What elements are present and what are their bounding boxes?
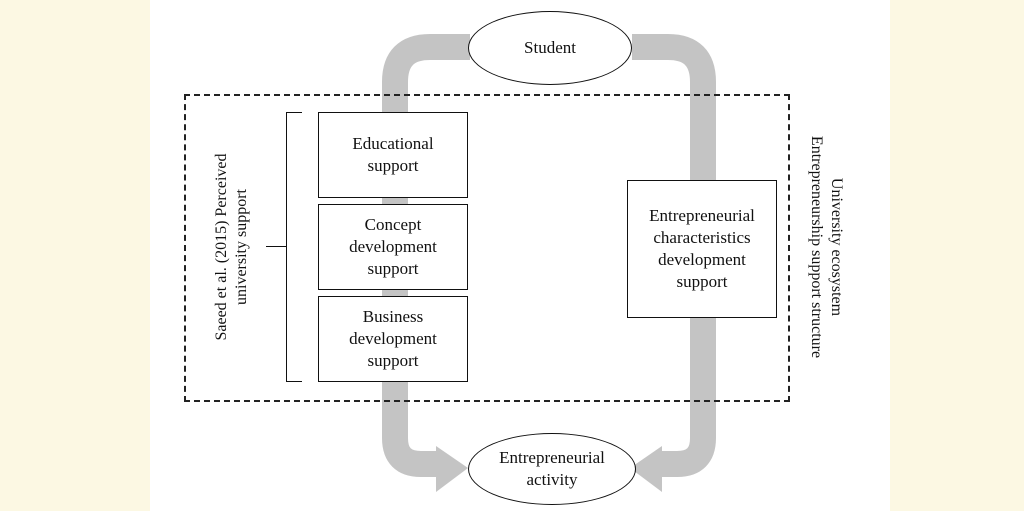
left-arrowhead bbox=[436, 446, 468, 492]
entrepreneurial-activity-node: Entrepreneurial activity bbox=[468, 433, 636, 505]
perceived-support-label: Saeed et al. (2015) Perceived university… bbox=[213, 153, 250, 341]
student-node: Student bbox=[468, 11, 632, 85]
ecosystem-label: University ecosystem Entrepreneurship su… bbox=[808, 135, 845, 359]
support-bracket-tick bbox=[266, 246, 286, 247]
ecosystem-frame bbox=[184, 94, 790, 402]
right-arrowhead bbox=[630, 446, 662, 492]
support-bracket bbox=[286, 112, 302, 382]
business-development-support-box: Business development support bbox=[318, 296, 468, 382]
concept-development-support-box: Concept development support bbox=[318, 204, 468, 290]
educational-support-box: Educational support bbox=[318, 112, 468, 198]
entrepreneurial-characteristics-box: Entrepreneurial characteristics developm… bbox=[627, 180, 777, 318]
